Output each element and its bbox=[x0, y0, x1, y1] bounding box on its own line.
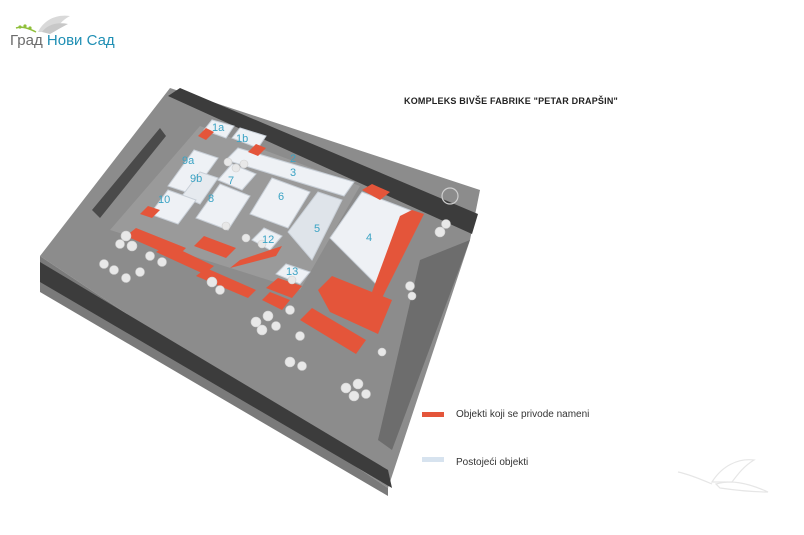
label-1b: 1b bbox=[236, 133, 248, 145]
roundabout-marker bbox=[441, 187, 459, 205]
label-2: 2 bbox=[290, 153, 296, 165]
building-2-3 bbox=[225, 147, 355, 197]
new-building-east-1 bbox=[362, 184, 390, 200]
building-7 bbox=[217, 163, 257, 191]
new-building-4-front bbox=[318, 276, 392, 334]
new-buildings bbox=[126, 128, 424, 354]
building-10 bbox=[149, 189, 197, 225]
existing-buildings bbox=[149, 119, 421, 293]
new-building-south-2 bbox=[262, 292, 290, 310]
label-12: 12 bbox=[262, 234, 274, 246]
label-10: 10 bbox=[158, 194, 170, 206]
new-building-south-1 bbox=[300, 308, 366, 354]
logo-prefix: Град bbox=[10, 32, 43, 49]
building-1a bbox=[203, 119, 235, 139]
city-logo-dove-icon bbox=[15, 15, 70, 34]
label-6: 6 bbox=[278, 191, 284, 203]
label-9a: 9a bbox=[182, 155, 195, 167]
legend-swatch-existing bbox=[422, 457, 444, 462]
label-5: 5 bbox=[314, 223, 320, 235]
road-west bbox=[92, 128, 166, 218]
legend-label-new: Objekti koji se privode nameni bbox=[456, 409, 590, 420]
watermark-dove-icon bbox=[677, 459, 769, 493]
new-building-west-3 bbox=[140, 206, 160, 218]
label-3: 3 bbox=[290, 167, 296, 179]
building-9a bbox=[167, 149, 219, 195]
label-8: 8 bbox=[208, 193, 214, 205]
new-building-mid-1 bbox=[230, 246, 282, 268]
building-8 bbox=[195, 183, 251, 231]
legend-swatch-new bbox=[422, 412, 444, 417]
new-building-north-1 bbox=[198, 128, 214, 140]
building-labels: 1a 1b 2 3 4 5 6 7 8 9a 9b 10 12 13 bbox=[158, 122, 372, 278]
new-building-mid-2 bbox=[194, 236, 236, 258]
label-4: 4 bbox=[366, 232, 372, 244]
label-9b: 9b bbox=[190, 173, 202, 185]
road-east bbox=[378, 240, 470, 450]
logo-city-name: Нови Сад bbox=[46, 32, 115, 49]
trees bbox=[99, 157, 451, 402]
new-building-mid-3 bbox=[196, 268, 256, 298]
building-1b bbox=[231, 127, 267, 149]
label-7: 7 bbox=[228, 175, 234, 187]
road-north bbox=[168, 88, 478, 234]
legend-label-existing: Postojeći objekti bbox=[456, 457, 529, 468]
label-13: 13 bbox=[286, 266, 298, 278]
diagram-title: KOMPLEKS BIVŠE FABRIKE "PETAR DRAPŠIN" bbox=[404, 96, 618, 106]
new-building-west-2 bbox=[156, 244, 214, 274]
building-6 bbox=[249, 177, 311, 229]
city-logo-text: Град Нови Сад bbox=[10, 32, 115, 49]
new-building-east-2 bbox=[372, 210, 424, 298]
label-1a: 1a bbox=[212, 122, 225, 134]
road-south bbox=[40, 262, 392, 488]
building-5 bbox=[287, 191, 343, 261]
new-building-north-2 bbox=[248, 144, 266, 156]
